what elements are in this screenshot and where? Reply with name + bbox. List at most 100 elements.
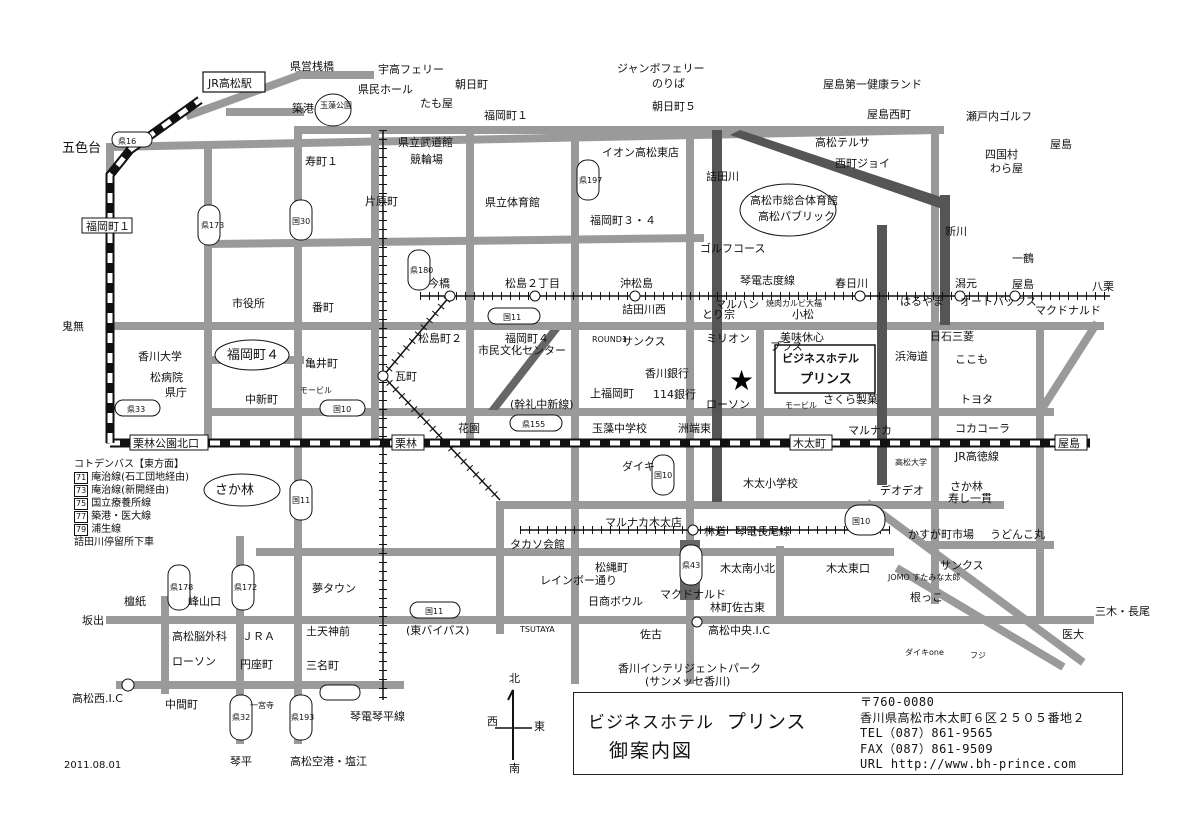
jr-takamatsu-station-label: JR高松駅 [207, 76, 252, 90]
svg-text:ジャンボフェリー: ジャンボフェリー [617, 62, 704, 75]
route-ken16: 県16 [118, 137, 136, 146]
svg-text:北: 北 [509, 672, 520, 685]
svg-text:タカソ会館: タカソ会館 [510, 537, 565, 551]
svg-text:寿町１: 寿町１ [305, 154, 338, 168]
route-ken197: 県197 [579, 176, 602, 185]
svg-text:寿し一貫: 寿し一貫 [948, 491, 992, 505]
svg-text:三名町: 三名町 [306, 658, 339, 672]
route-kuni10: 国10 [333, 405, 351, 414]
svg-text:三木・長尾: 三木・長尾 [1095, 605, 1150, 618]
hotel-star-icon: ★ [729, 364, 754, 397]
svg-text:トヨタ: トヨタ [960, 393, 993, 406]
svg-text:マルハン: マルハン [715, 298, 759, 311]
svg-text:医大: 医大 [1062, 627, 1084, 641]
svg-text:高松西.I.C: 高松西.I.C [72, 691, 123, 705]
svg-text:上福岡町: 上福岡町 [590, 386, 634, 400]
jr-kotoku-line-label: JR高徳線 [954, 449, 999, 463]
svg-text:県庁: 県庁 [165, 385, 187, 399]
svg-text:夢タウン: 夢タウン [312, 582, 356, 595]
svg-text:屋島西町: 屋島西町 [867, 107, 911, 121]
svg-text:県営桟橋: 県営桟橋 [290, 59, 334, 73]
svg-text:浜海道: 浜海道 [895, 349, 928, 363]
svg-text:(幹礼中新線): (幹礼中新線) [510, 397, 574, 411]
svg-text:詰田川西: 詰田川西 [622, 302, 666, 316]
hotel-marker: ビジネスホテル プリンス ★ [729, 344, 876, 397]
ritsurin-station-label: 栗林 [395, 436, 417, 450]
route-kuni11c: 国11 [292, 496, 310, 505]
imabashi-station-label: 今橋 [428, 276, 450, 290]
svg-text:高松脳外科: 高松脳外科 [172, 629, 227, 643]
svg-text:中間町: 中間町 [165, 698, 198, 711]
route-ken155: 県155 [522, 420, 545, 429]
svg-text:とり宗: とり宗 [702, 307, 735, 321]
compass: 北 南 西 東 [487, 672, 545, 775]
svg-text:香川インテリジェントパーク: 香川インテリジェントパーク [618, 662, 761, 675]
svg-text:モービル: モービル [785, 401, 817, 410]
svg-text:日商ボウル: 日商ボウル [588, 594, 643, 608]
svg-text:福岡町１: 福岡町１ [484, 108, 528, 122]
svg-text:小松: 小松 [792, 307, 814, 321]
svg-text:ダイキone: ダイキone [905, 647, 944, 657]
route-kuni30: 国30 [292, 217, 310, 226]
route-ken193: 県193 [291, 713, 314, 722]
route-kuni11a: 国11 [503, 313, 521, 322]
svg-text:亀井町: 亀井町 [305, 356, 338, 370]
legend-title: コトデンバス【東方面】 [74, 459, 184, 470]
svg-text:朝日町５: 朝日町５ [652, 100, 696, 113]
svg-text:焼肉カルビ大福: 焼肉カルビ大福 [766, 298, 822, 308]
svg-text:木太南小北: 木太南小北 [720, 562, 775, 575]
svg-text:木太小学校: 木太小学校 [743, 476, 798, 490]
parks: 福岡町４ さか林 高松市総合体育館 高松パブリック 玉藻公園 [203, 93, 838, 507]
route-ken43: 県43 [682, 561, 700, 570]
svg-text:玉藻中学校: 玉藻中学校 [592, 421, 647, 435]
svg-text:ローソン: ローソン [706, 398, 750, 411]
hotel-info-box: ビジネスホテル プリンス 御案内図 〒760-0080 香川県高松市木太町６区２… [573, 692, 1123, 775]
svg-text:ダイキ: ダイキ [622, 459, 655, 473]
svg-text:屋島: 屋島 [1012, 277, 1034, 291]
svg-text:福岡町３・４: 福岡町３・４ [590, 213, 656, 227]
svg-text:琴平: 琴平 [230, 755, 252, 768]
svg-text:檀紙: 檀紙 [124, 594, 146, 608]
map-date: 2011.08.01 [64, 760, 122, 771]
svg-text:宇高フェリー: 宇高フェリー [378, 62, 444, 76]
chuo-koen-label: 福岡町４ [227, 348, 279, 363]
route-ken178: 県178 [170, 583, 193, 592]
route-kuni10c: 国10 [852, 517, 870, 526]
svg-text:片原町: 片原町 [365, 195, 398, 208]
svg-text:朝日町: 朝日町 [455, 78, 488, 91]
svg-text:高松空港・塩江: 高松空港・塩江 [290, 754, 367, 768]
svg-text:マルナカ: マルナカ [848, 424, 892, 437]
svg-text:西: 西 [487, 715, 498, 728]
svg-text:土天神前: 土天神前 [306, 624, 350, 638]
svg-text:114銀行: 114銀行 [653, 387, 696, 401]
svg-text:洲端東: 洲端東 [678, 422, 711, 435]
shioya-station-label: 潟元 [955, 277, 977, 290]
svg-text:マクドナルド: マクドナルド [660, 588, 726, 601]
svg-text:サンクス: サンクス [622, 335, 666, 348]
svg-text:坂出: 坂出 [82, 613, 104, 627]
svg-text:(サンメッセ香川): (サンメッセ香川) [645, 675, 730, 688]
yakuri-station-label: 八栗 [1092, 280, 1114, 293]
ritsurin-koen-label: さか林 [215, 483, 254, 498]
svg-text:オートバックス: オートバックス [960, 295, 1037, 308]
svg-text:瀬戸内ゴルフ: 瀬戸内ゴルフ [966, 109, 1032, 123]
svg-text:わら屋: わら屋 [990, 162, 1023, 175]
svg-text:県民ホール: 県民ホール [358, 83, 413, 96]
svg-text:フジ: フジ [970, 651, 986, 660]
svg-text:鬼無: 鬼無 [62, 319, 84, 333]
svg-text:高松中央.I.C: 高松中央.I.C [708, 623, 770, 637]
svg-text:プラス: プラス [770, 340, 803, 353]
svg-text:円座町: 円座町 [240, 657, 273, 671]
svg-text:南: 南 [509, 762, 520, 775]
svg-text:ミリオン: ミリオン [706, 332, 750, 345]
svg-text:たも屋: たも屋 [420, 97, 453, 110]
svg-text:ゴルフコース: ゴルフコース [700, 241, 765, 255]
route-ken33: 県33 [127, 405, 145, 414]
